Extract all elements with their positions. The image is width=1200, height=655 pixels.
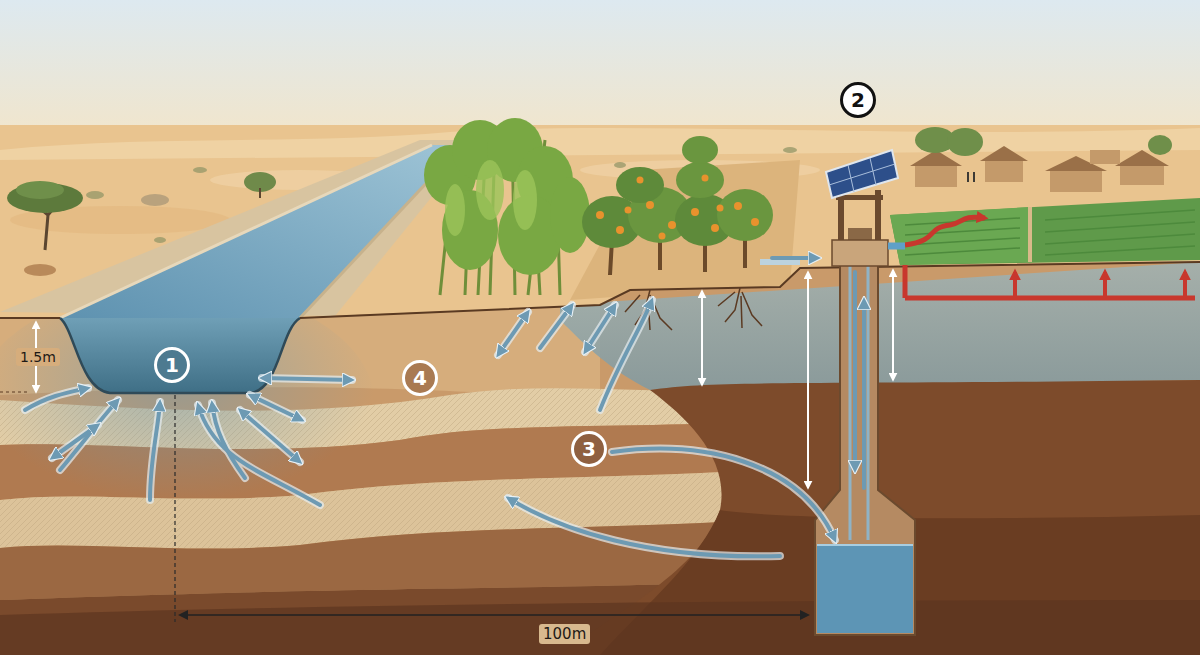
callout-text: 3 [582,437,596,461]
callout-number: 3 [571,431,607,467]
dimension-text: 1.5m [20,349,56,365]
callout-text: 2 [851,88,865,112]
dimension-label: 1.5m [16,348,60,366]
dimension-label: 100m [539,624,590,644]
dimension-text: 100m [543,625,586,643]
callout-number: 4 [402,360,438,396]
callout-number: 2 [840,82,876,118]
callout-number: 1 [154,347,190,383]
callout-text: 1 [165,353,179,377]
callout-text: 4 [413,366,427,390]
